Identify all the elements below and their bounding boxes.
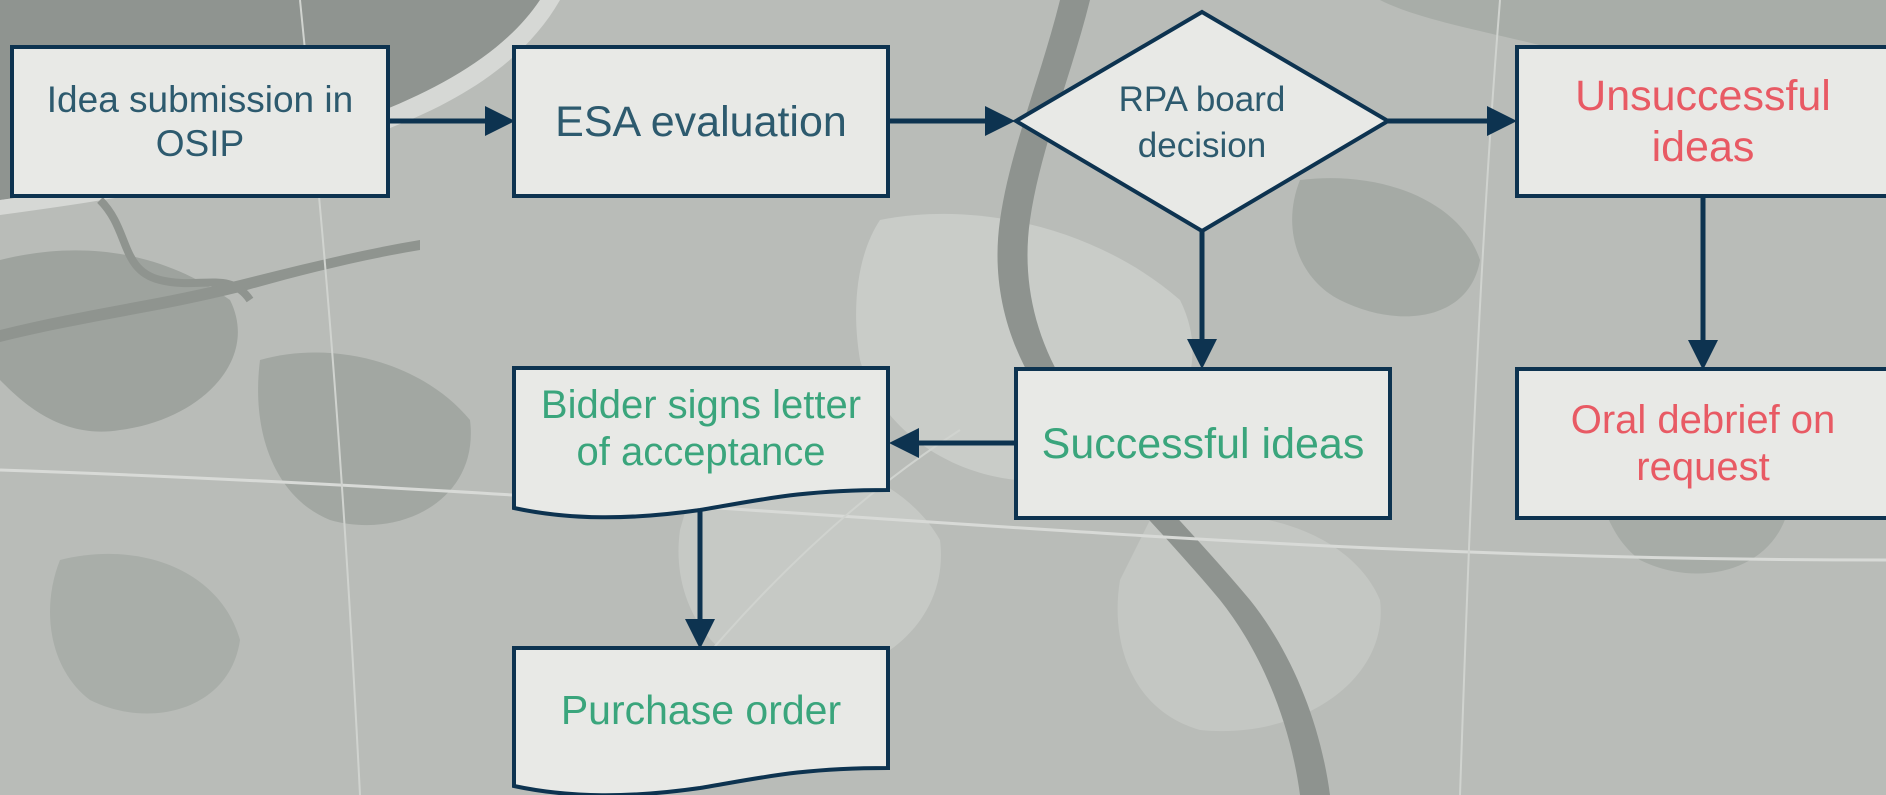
bidder-signs-document-shape: [512, 366, 890, 520]
oral-debrief-box: [1515, 367, 1886, 520]
oral-debrief-label: Oral debrief on request: [1570, 397, 1836, 489]
rpa-decision-diamond: [1012, 9, 1392, 234]
unsuccessful-ideas-label: Unsuccessful ideas: [1575, 72, 1831, 171]
esa-evaluation-box: [512, 45, 890, 198]
idea-submission-box: [10, 45, 390, 198]
purchase-order-document-shape: [512, 646, 890, 795]
purchase-order-label: Purchase order: [560, 686, 842, 733]
successful-ideas-label: Successful ideas: [1041, 419, 1365, 468]
rpa-decision-label: RPA board decision: [1118, 80, 1286, 165]
bidder-signs-label: Bidder signs letter of acceptance: [540, 382, 862, 474]
unsuccessful-ideas-box: [1515, 45, 1886, 198]
esa-evaluation-label: ESA evaluation: [555, 97, 847, 146]
successful-ideas-box: [1014, 367, 1392, 520]
idea-submission-label: Idea submission in OSIP: [46, 79, 354, 164]
